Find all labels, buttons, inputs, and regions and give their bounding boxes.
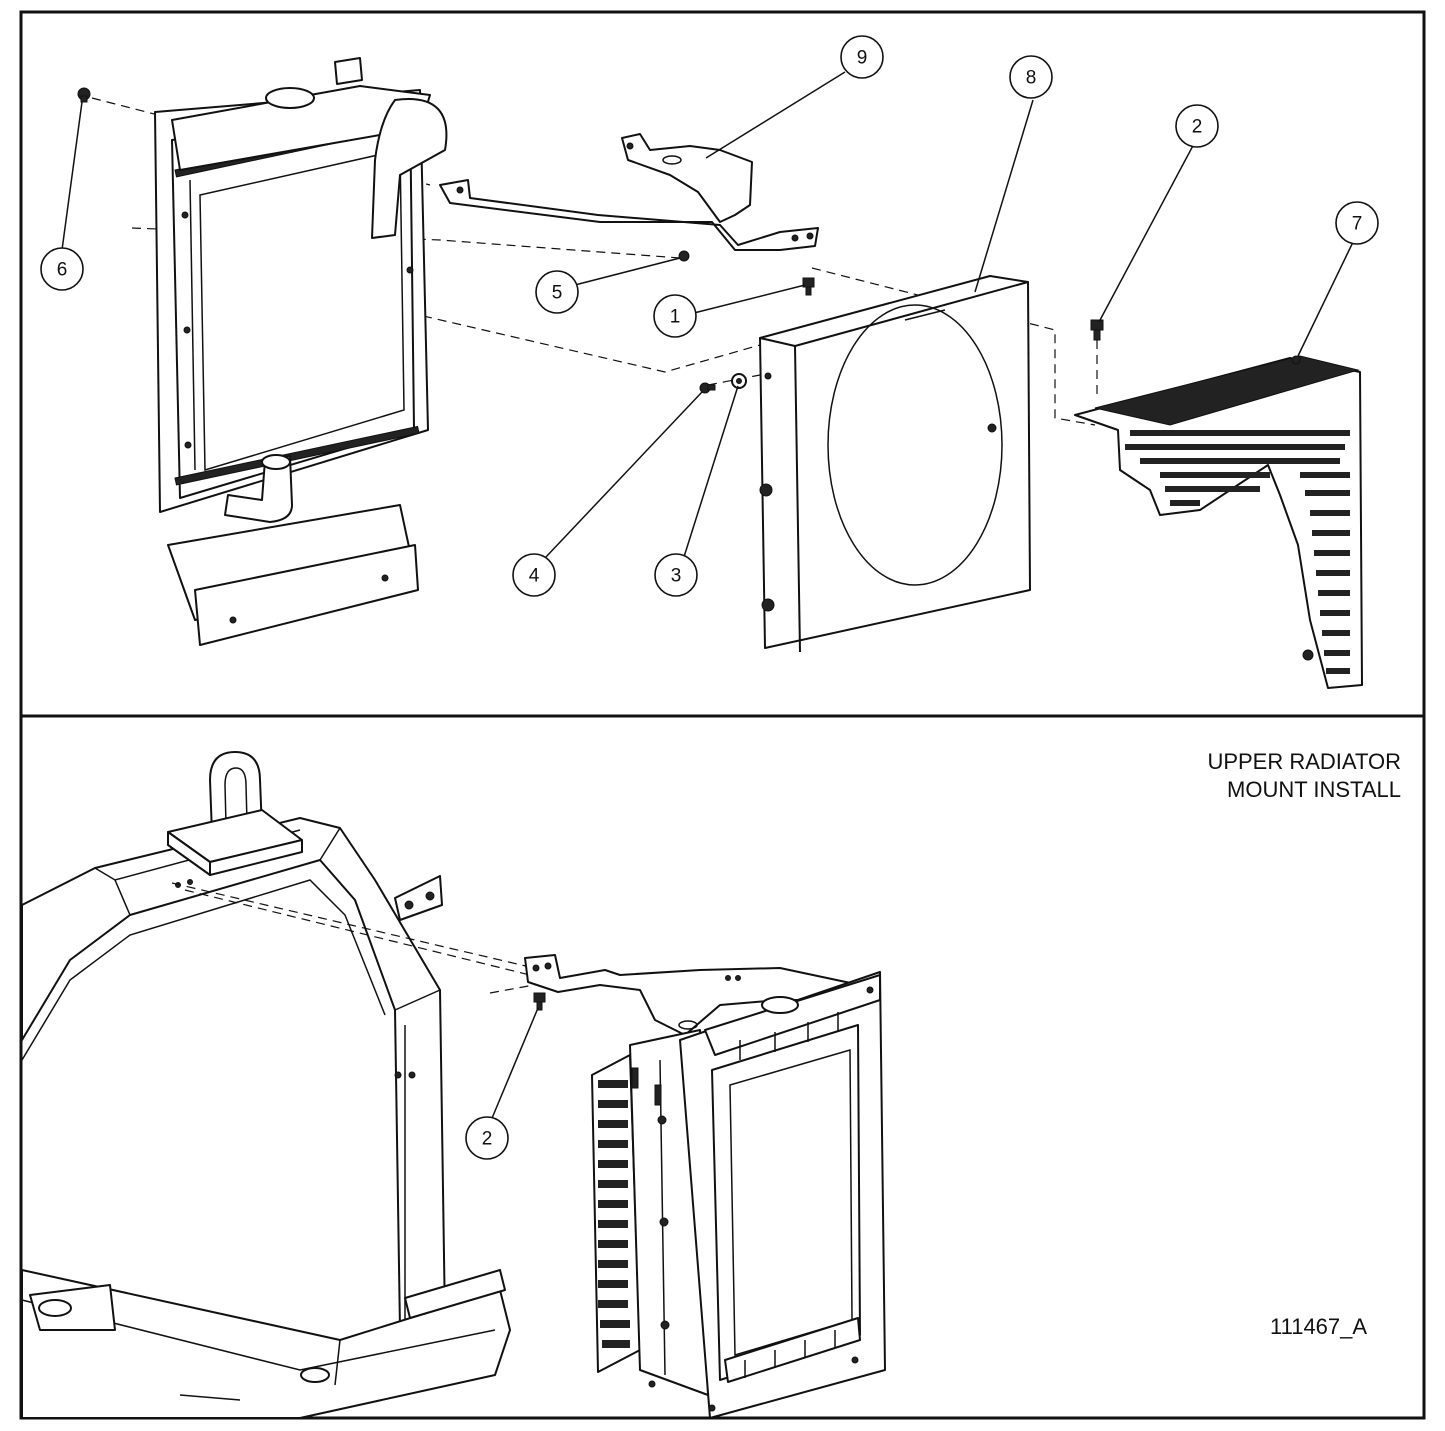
machine-frame [21,751,511,1419]
bolt-2-lower [533,992,546,1011]
callout-label: 4 [529,566,540,587]
upper-mount-bracket [439,133,819,251]
callout-bubble-3: 3 [654,553,698,597]
callout-label: 2 [482,1129,493,1150]
callout-bubble-2: 2 [1175,104,1219,148]
radiator-assembly [524,954,886,1419]
fan-shroud [759,275,1031,653]
bolt-4 [699,382,716,394]
callout-label: 8 [1026,68,1037,89]
callout-bubble-1: 1 [653,294,697,338]
leader-line-bottom [489,1007,539,1124]
callout-label: 6 [57,260,68,281]
callout-label: 2 [1192,117,1203,138]
view-caption: UPPER RADIATOR MOUNT INSTALL [1207,748,1401,804]
callout-bubble-6: 6 [40,247,84,291]
nut-5 [678,250,690,262]
washer-3 [731,373,747,389]
bolt-2 [1090,319,1104,341]
callout-bubble-9: 9 [840,35,884,79]
callout-label: 3 [671,566,682,587]
callout-label: 1 [670,307,681,328]
perforated-guard [1074,355,1363,689]
callout-label: 5 [552,283,563,304]
bolt-1 [802,277,815,296]
callout-bubble-4: 4 [512,553,556,597]
callout-bubble-2-lower: 2 [465,1116,509,1160]
radiator [154,57,448,646]
bottom-panel-frame [19,714,1426,1420]
callout-bubble-5: 5 [535,270,579,314]
document-number: 111467_A [1270,1314,1368,1339]
callout-label: 7 [1352,214,1363,235]
caption-line-1: UPPER RADIATOR [1207,749,1401,774]
bolt-6 [77,87,91,103]
leader-lines-top [61,71,1355,561]
caption-line-2: MOUNT INSTALL [1227,777,1401,802]
callout-bubble-8: 8 [1009,55,1053,99]
callout-bubble-7: 7 [1335,201,1379,245]
callout-label: 9 [857,48,868,69]
